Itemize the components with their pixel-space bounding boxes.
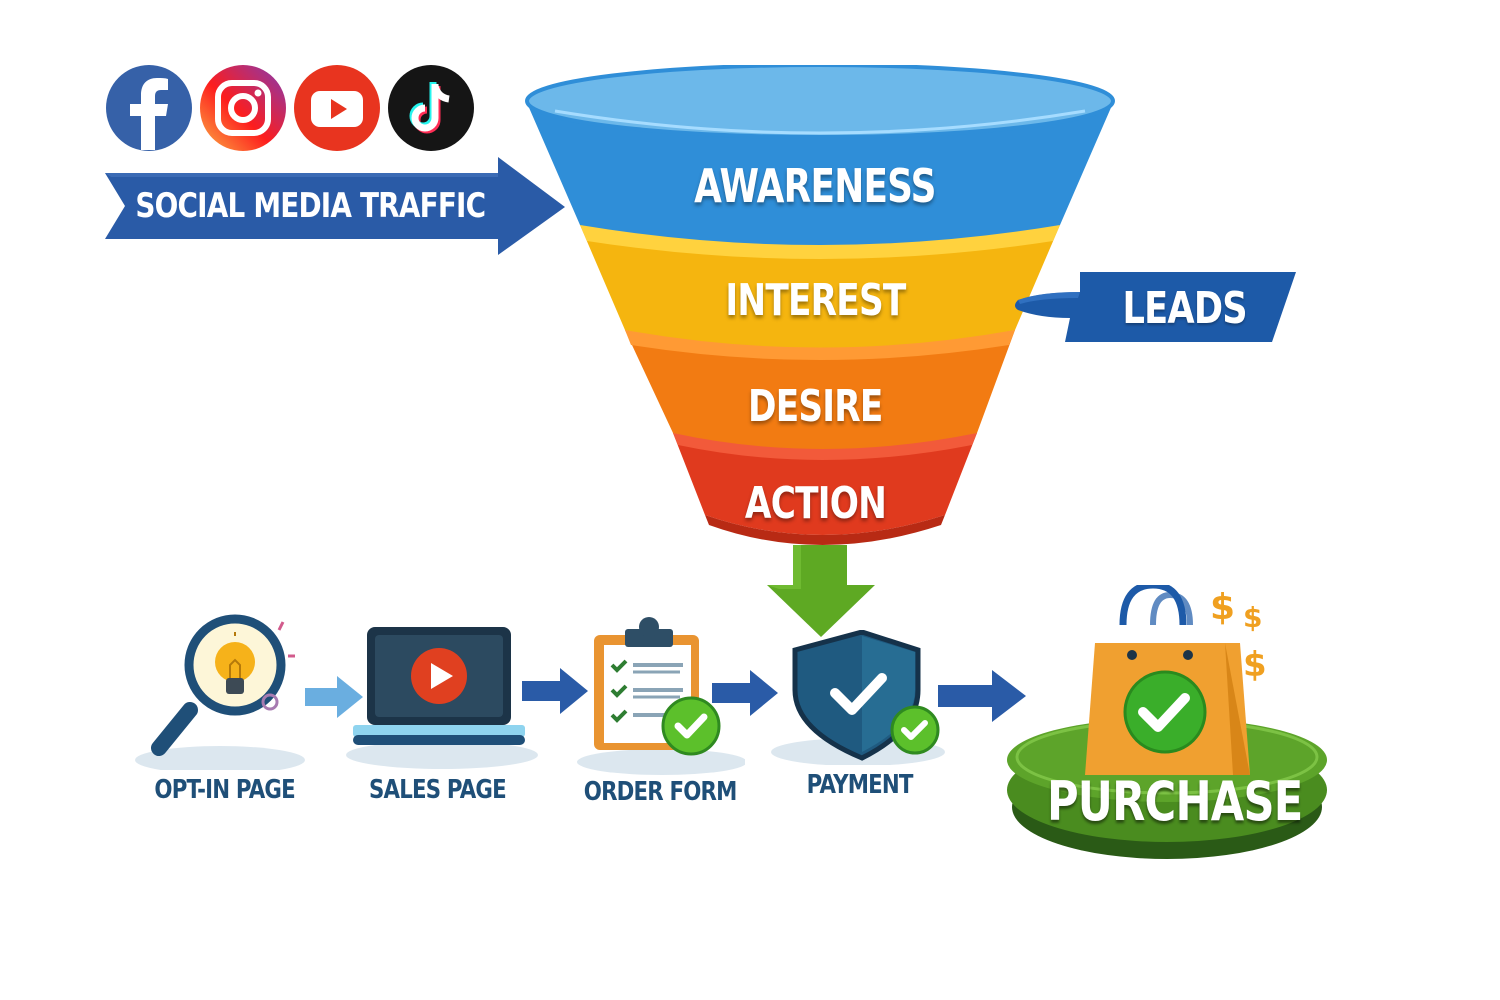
flow-step-sales-page: SALES PAGE	[345, 625, 540, 825]
arrow-right-icon	[712, 670, 778, 716]
shopping-bag-icon	[1007, 581, 1327, 859]
funnel-stage-awareness	[525, 63, 1115, 245]
magnifier-lightbulb-icon	[135, 614, 305, 774]
funnel-label-desire: DESIRE	[747, 380, 883, 432]
facebook-icon	[106, 65, 192, 151]
check-badge-icon	[890, 705, 940, 755]
instagram-icon	[200, 65, 286, 151]
dollar-sign-icon: $	[1210, 587, 1235, 628]
arrow-right-icon	[938, 670, 1026, 722]
dollar-sign-icon: $	[1243, 645, 1267, 685]
tiktok-icon	[388, 65, 474, 151]
flow-step-label: SALES PAGE	[369, 775, 507, 805]
flow-step-payment: PAYMENT	[770, 629, 955, 820]
flow-step-label: ORDER FORM	[583, 777, 738, 807]
social-traffic-label: SOCIAL MEDIA TRAFFIC	[135, 186, 486, 226]
social-traffic-arrow	[103, 157, 568, 257]
flow-step-label: PAYMENT	[806, 770, 914, 800]
flow-final-purchase: $ $ $ PURCHASE	[1005, 581, 1330, 860]
funnel-label-interest: INTEREST	[724, 274, 906, 326]
youtube-icon	[294, 65, 380, 151]
flow-step-label: OPT-IN PAGE	[154, 775, 296, 805]
purchase-label: PURCHASE	[1046, 770, 1303, 833]
check-badge-icon	[1123, 670, 1207, 754]
clipboard-checklist-icon	[577, 617, 747, 775]
laptop-video-icon	[346, 627, 538, 769]
check-badge-icon	[661, 696, 721, 756]
leads-label: LEADS	[1122, 282, 1248, 334]
arrow-right-icon	[305, 676, 363, 718]
arrow-right-icon	[522, 668, 588, 714]
down-arrow-icon	[767, 545, 875, 637]
flow-step-order-form: ORDER FORM	[575, 615, 747, 825]
social-icons-row	[105, 64, 477, 152]
dollar-sign-icon: $	[1243, 601, 1263, 634]
funnel-label-awareness: AWARENESS	[694, 159, 936, 213]
leads-tag	[1015, 272, 1296, 342]
flow-step-opt-in: OPT-IN PAGE	[135, 610, 315, 820]
shield-check-icon	[771, 629, 945, 766]
funnel-label-action: ACTION	[744, 477, 886, 529]
funnel	[525, 63, 1115, 545]
funnel-stage-interest	[580, 225, 1060, 348]
